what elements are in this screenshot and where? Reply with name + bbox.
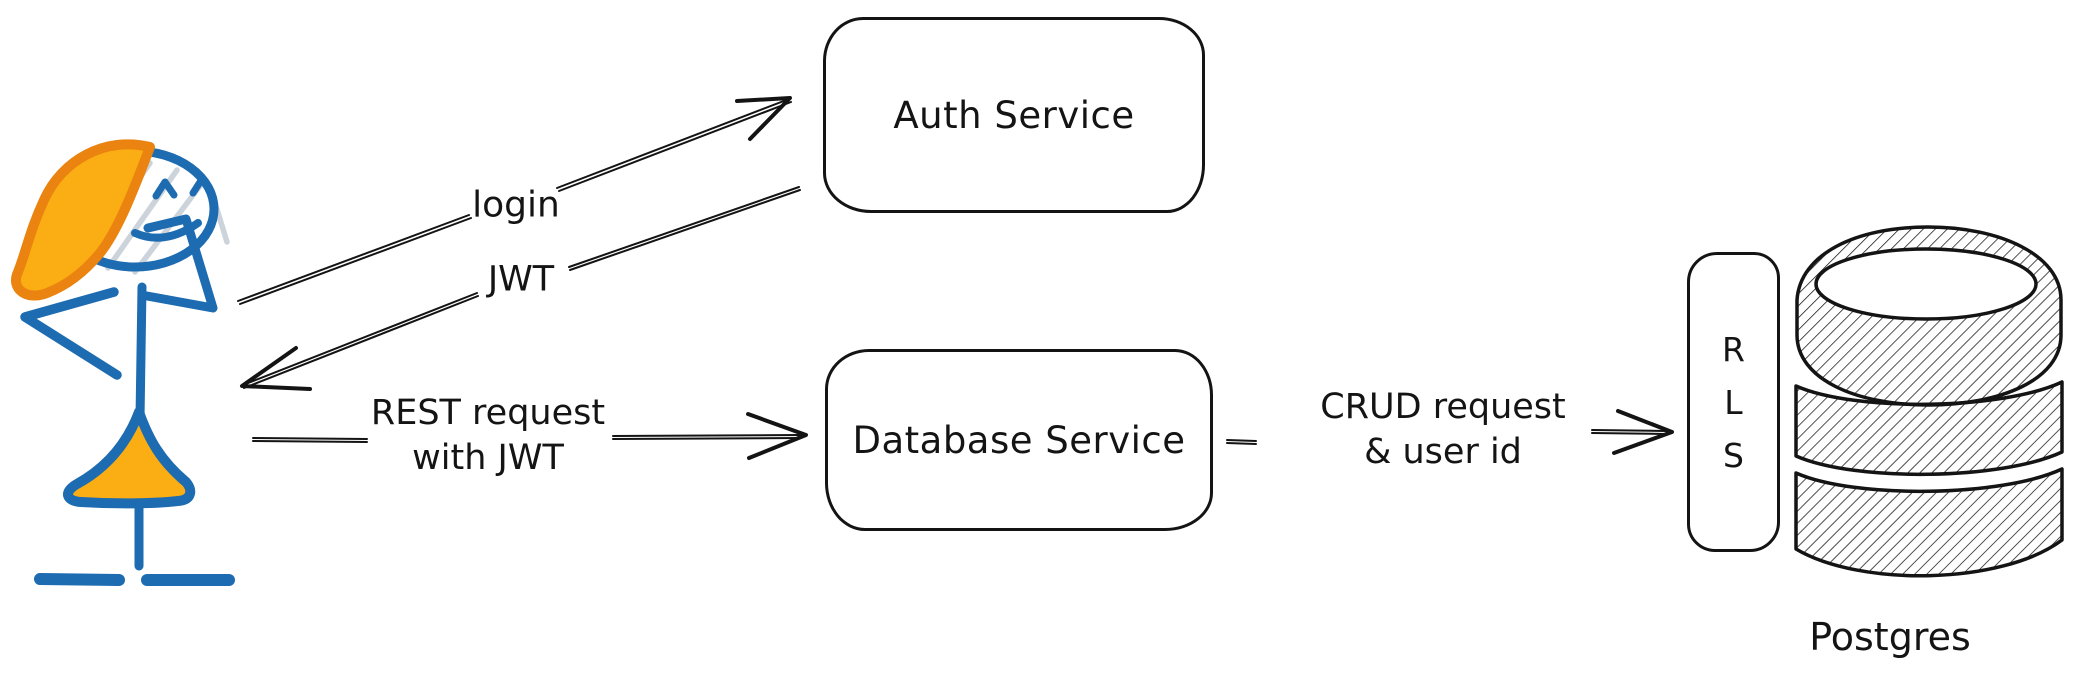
rest-request-arrow-label: REST request with JWT	[371, 391, 605, 481]
user-hair	[11, 139, 155, 301]
auth-service-node: Auth Service	[823, 17, 1205, 213]
rls-letter-s: S	[1723, 435, 1744, 475]
crud-request-arrow-label: CRUD request & user id	[1320, 385, 1566, 475]
postgres-label: Postgres	[1809, 615, 1971, 659]
user-eyes	[152, 175, 215, 200]
jwt-arrow-label: JWT	[487, 259, 555, 300]
user-arm-left	[20, 287, 122, 380]
crud-arrowhead	[1612, 409, 1674, 455]
user-body	[135, 282, 147, 424]
database-service-node: Database Service	[825, 349, 1213, 531]
rest-request-arrow	[252, 412, 808, 460]
crud-request-label-line2: & user id	[1364, 432, 1522, 472]
rest-request-label-line1: REST request	[370, 393, 606, 433]
rls-letter-l: L	[1724, 382, 1743, 422]
crud-request-label-line1: CRUD request	[1320, 387, 1566, 427]
rls-node: R L S	[1687, 252, 1780, 552]
user-arm-right	[142, 214, 218, 313]
database-service-label: Database Service	[852, 418, 1186, 462]
user-foot-left	[34, 573, 125, 586]
jwt-arrow	[240, 186, 801, 391]
auth-service-label: Auth Service	[893, 93, 1135, 137]
crud-request-arrow	[1226, 409, 1674, 455]
jwt-arrowhead	[240, 346, 312, 391]
postgres-database-icon	[1794, 225, 2064, 578]
login-arrow-label: login	[472, 184, 560, 226]
user-actor	[11, 139, 235, 586]
rls-letter-r: R	[1722, 329, 1745, 369]
login-arrowhead	[735, 96, 792, 141]
login-arrow	[237, 96, 792, 305]
rest-arrowhead	[746, 412, 808, 460]
rest-request-label-line2: with JWT	[412, 438, 564, 478]
user-dress	[63, 407, 196, 509]
database-top-opening	[1814, 247, 2038, 321]
